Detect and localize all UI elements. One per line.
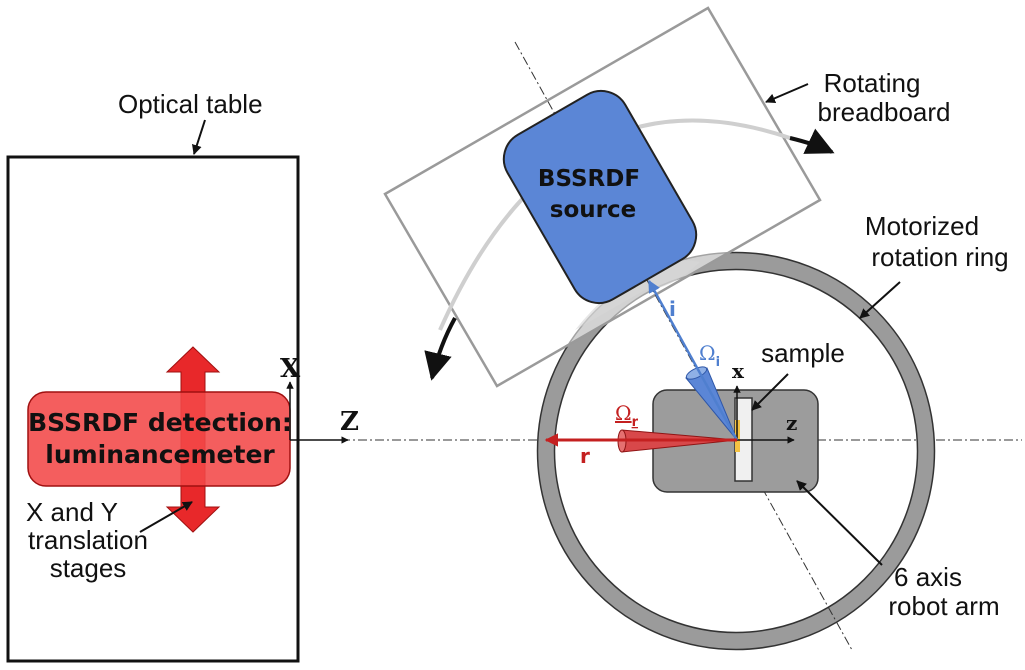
robot-pointer [796, 480, 883, 566]
detector-label-line1: BSSRDF detection: [28, 408, 292, 437]
bssrdf-source [502, 89, 698, 305]
breadboard-pointer [765, 83, 809, 104]
omega-i-label: Ωi [699, 341, 720, 370]
translation-label-line2: translation [28, 525, 148, 555]
ring-label-line1: Motorized [865, 211, 979, 241]
bssrdf-detector [27, 391, 291, 487]
rotation-arrow-left [424, 317, 457, 381]
reflected-vector-label: r [580, 444, 590, 468]
detector-label-line2: luminancemeter [45, 440, 275, 469]
breadboard-label-line1: Rotating [824, 68, 921, 98]
breadboard-label-line2: breadboard [818, 97, 951, 127]
incident-vector-label: i [669, 297, 676, 321]
sample-pointer [751, 373, 789, 411]
omega-i-subscript: i [716, 355, 720, 370]
ring-label-line2: rotation ring [871, 242, 1008, 272]
translation-label-line3: stages [50, 553, 127, 583]
omega-r-symbol: Ω [615, 401, 632, 425]
motorized-rotation-ring [537, 252, 935, 650]
rotation-arrow-right [789, 128, 835, 154]
robot-label-line1: 6 axis [894, 562, 962, 592]
sample-z-label: z [786, 411, 797, 435]
robot-label-line2: robot arm [888, 591, 999, 621]
optical-table-pointer [192, 119, 206, 155]
source-label-line2: source [550, 197, 636, 223]
omega-r-label: Ωr [615, 401, 639, 430]
sample-x-label: x [732, 359, 745, 383]
omega-r-subscript: r [632, 415, 639, 430]
source-beam-area [575, 260, 700, 330]
table-x-label: X [280, 354, 301, 384]
translation-label-line1: X and Y [26, 497, 118, 527]
ring-outline-inner [553, 268, 919, 634]
omega-i-symbol: Ω [699, 341, 716, 365]
ring-pointer [859, 281, 901, 319]
ring-outline-outer [536, 251, 936, 651]
source-label-line1: BSSRDF [538, 166, 640, 192]
translation-pointer [139, 501, 193, 533]
incident-cone-cap [685, 366, 708, 380]
sample-label: sample [761, 338, 845, 368]
optical-table-label: Optical table [118, 89, 263, 119]
incident-vector [647, 279, 739, 441]
table-z-label: Z [340, 407, 359, 437]
optical-table [6, 155, 300, 663]
